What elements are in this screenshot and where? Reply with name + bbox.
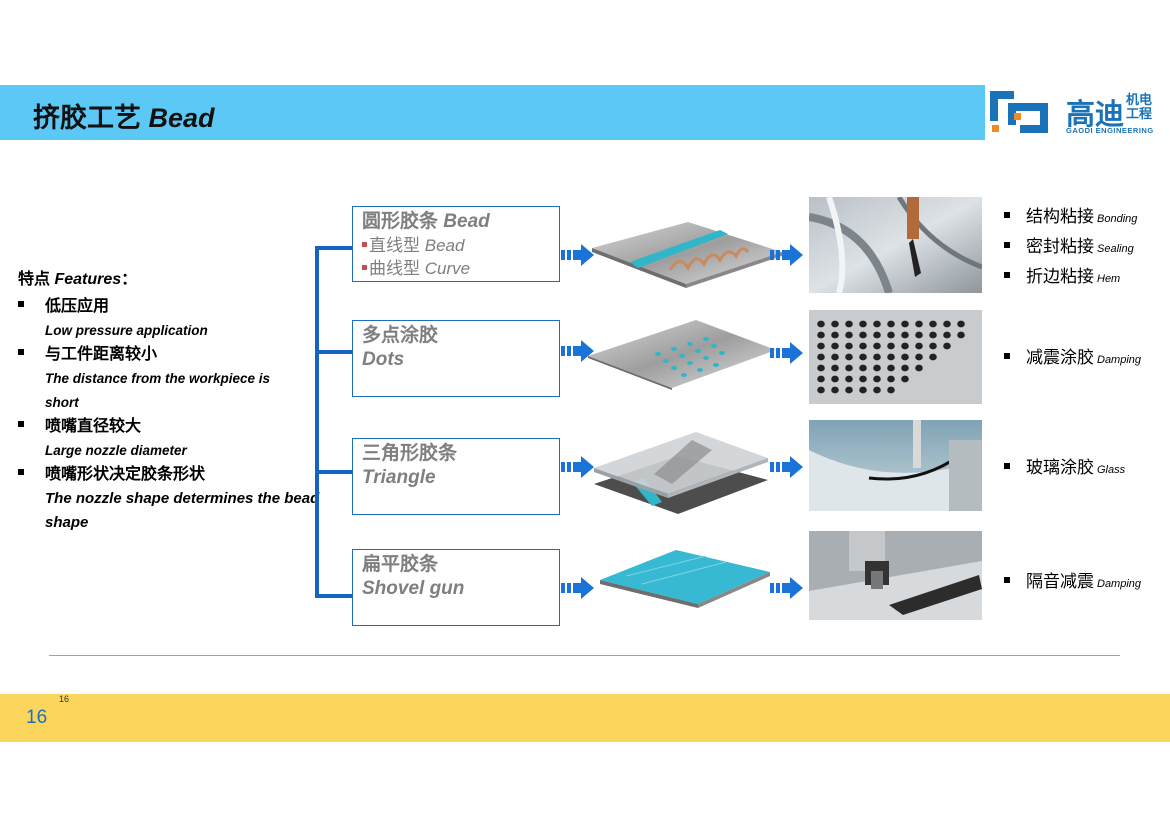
type-box-triangle: 三角形胶条 Triangle [352, 438, 560, 515]
feature-en: Low pressure application [45, 323, 208, 338]
bullet-icon [362, 265, 367, 270]
round-bead-illustration [592, 222, 782, 288]
type-en: Dots [362, 349, 405, 370]
application-cn: 密封粘接 [1026, 237, 1094, 256]
arrow-right-icon [561, 456, 594, 478]
title-bar: 挤胶工艺 Bead [0, 85, 985, 140]
bullet-icon [18, 301, 24, 307]
type-box-shovel: 扁平胶条 Shovel gun [352, 549, 560, 626]
type-cn: 三角形胶条 [362, 443, 458, 464]
application-cn: 隔音减震 [1026, 572, 1094, 591]
arrow-right-icon [770, 456, 803, 478]
footer-bar: 16 16 [0, 694, 1170, 742]
bullet-icon [18, 421, 24, 427]
type-en: Shovel gun [362, 578, 465, 599]
arrow-right-icon [561, 577, 594, 599]
arrow-right-icon [561, 244, 594, 266]
bullet-icon [362, 242, 367, 247]
application-en: Damping [1097, 578, 1142, 590]
sub-en: Curve [424, 259, 471, 278]
tree-branch [315, 350, 353, 354]
company-logo: 高迪 机电工程 GAODI ENGINEERING [986, 85, 1170, 140]
feature-en: The nozzle shape determines the bead sha… [45, 490, 320, 531]
type-en: Triangle [362, 467, 436, 488]
application-cn: 减震涂胶 [1026, 348, 1094, 367]
tree-branch [315, 594, 353, 598]
application-cn: 结构粘接 [1026, 207, 1094, 226]
application-en: Hem [1097, 273, 1121, 285]
type-cn: 圆形胶条 [362, 211, 444, 232]
page-title: 挤胶工艺 Bead [33, 103, 215, 133]
damping-dots-photo [809, 310, 982, 404]
acoustic-damping-photo [809, 531, 982, 620]
arrow-right-icon [770, 577, 803, 599]
arrow-right-icon [561, 340, 594, 362]
feature-cn: 喷嘴形状决定胶条形状 [45, 466, 206, 483]
tree-connector [315, 246, 319, 598]
features-heading: 特点 Features： [18, 271, 138, 288]
application-en: Damping [1097, 354, 1142, 366]
arrow-right-icon [770, 244, 803, 266]
tree-branch [315, 470, 353, 474]
feature-en: Large nozzle diameter [45, 443, 187, 458]
application-cn: 玻璃涂胶 [1026, 458, 1094, 477]
feature-item: 与工件距离较小 The distance from the workpiece … [18, 343, 318, 415]
application-en: Sealing [1097, 243, 1134, 255]
page-number-small: 16 [59, 694, 70, 704]
logo-name: 高迪 [1066, 99, 1125, 131]
type-box-bead: 圆形胶条 Bead 直线型 Bead 曲线型 Curve [352, 206, 560, 282]
feature-cn: 喷嘴直径较大 [45, 418, 142, 435]
logo-subtitle: 机电工程 [1126, 92, 1153, 121]
sub-cn: 曲线型 [369, 259, 425, 278]
bonding-photo [809, 197, 982, 293]
page-number: 16 [26, 707, 48, 728]
glass-photo [809, 420, 982, 511]
arrow-right-icon [770, 342, 803, 364]
logo-mark-icon [990, 91, 1048, 133]
bullet-icon [18, 349, 24, 355]
dots-illustration [588, 320, 776, 390]
type-box-dots: 多点涂胶 Dots [352, 320, 560, 397]
flat-bead-illustration [600, 550, 770, 608]
bullet-icon [1004, 212, 1010, 218]
feature-item: 低压应用 Low pressure application [18, 295, 318, 343]
feature-item: 喷嘴形状决定胶条形状 The nozzle shape determines t… [18, 463, 320, 535]
feature-cn: 低压应用 [45, 298, 110, 315]
application-cn: 折边粘接 [1026, 267, 1094, 286]
logo-english: GAODI ENGINEERING [1066, 126, 1154, 135]
type-cn: 多点涂胶 [362, 325, 439, 346]
type-cn: 扁平胶条 [362, 554, 439, 575]
application-en: Bonding [1097, 213, 1138, 225]
feature-cn: 与工件距离较小 [45, 346, 158, 363]
divider [49, 655, 1120, 656]
tree-branch [315, 246, 353, 250]
bullet-icon [18, 469, 24, 475]
bullet-icon [1004, 577, 1010, 583]
type-en: Bead [443, 211, 490, 232]
bullet-icon [1004, 353, 1010, 359]
bullet-icon [1004, 242, 1010, 248]
triangle-bead-illustration [594, 432, 768, 514]
bullet-icon [1004, 463, 1010, 469]
bullet-icon [1004, 272, 1010, 278]
feature-en: The distance from the workpiece is short [45, 371, 271, 410]
sub-cn: 直线型 [369, 236, 425, 255]
application-en: Glass [1097, 464, 1126, 476]
features-list: 特点 Features： 低压应用 Low pressure applicati… [18, 265, 320, 535]
feature-item: 喷嘴直径较大 Large nozzle diameter [18, 415, 318, 463]
sub-en: Bead [424, 236, 465, 255]
